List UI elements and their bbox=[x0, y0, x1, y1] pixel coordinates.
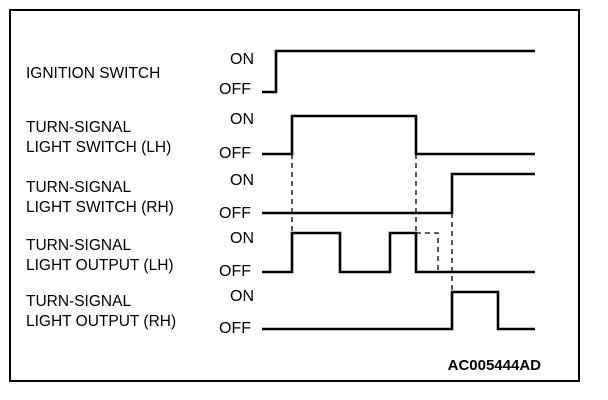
ignition-switch-waveform bbox=[262, 49, 535, 94]
lh-switch-label-line2: LIGHT SWITCH (LH) bbox=[26, 139, 171, 156]
lh-switch-waveform bbox=[262, 114, 535, 156]
lh-interrupted-pulse-dashed bbox=[416, 232, 439, 272]
lh-switch-on-label: ON bbox=[230, 111, 254, 128]
rh-switch-label-line1: TURN-SIGNAL bbox=[26, 179, 131, 196]
rh-switch-on-label: ON bbox=[230, 172, 254, 189]
rh-output-waveform bbox=[262, 290, 535, 331]
figure-code: AC005444AD bbox=[448, 357, 542, 374]
lh-output-label-line1: TURN-SIGNAL bbox=[26, 237, 131, 254]
ignition-switch-label: IGNITION SWITCH bbox=[26, 65, 160, 82]
rh-switch-off-label: OFF bbox=[219, 205, 251, 222]
lh-output-off-label: OFF bbox=[219, 263, 251, 280]
lh-output-label-line2: LIGHT OUTPUT (LH) bbox=[26, 257, 174, 274]
lh-switch-off-label: OFF bbox=[219, 145, 251, 162]
rh-output-off-label: OFF bbox=[219, 320, 251, 337]
rh-switch-waveform bbox=[262, 172, 535, 215]
lh-output-on-label: ON bbox=[230, 230, 254, 247]
diagram-frame bbox=[9, 9, 580, 382]
rh-output-label-line1: TURN-SIGNAL bbox=[26, 293, 131, 310]
ignition-off-label: OFF bbox=[219, 81, 251, 98]
rh-output-label-line2: LIGHT OUTPUT (RH) bbox=[26, 313, 176, 330]
rh-switch-label-line2: LIGHT SWITCH (RH) bbox=[26, 199, 174, 216]
lh-output-waveform bbox=[262, 231, 535, 274]
lh-switch-label-line1: TURN-SIGNAL bbox=[26, 119, 131, 136]
rh-output-on-label: ON bbox=[230, 288, 254, 305]
ignition-on-label: ON bbox=[230, 51, 254, 68]
